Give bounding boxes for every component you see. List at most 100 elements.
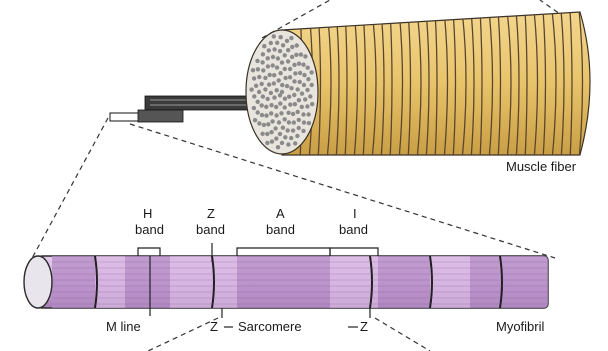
a-band-region [52, 256, 95, 308]
label-i-band-line1: I [353, 206, 357, 221]
myofibril-dot [278, 132, 282, 136]
label-a-band-line2: band [266, 222, 295, 237]
myofibril-dot [261, 52, 265, 56]
myofibril-dot [309, 70, 313, 74]
myofibril-dot [288, 67, 292, 71]
myofibril-dot [262, 123, 266, 127]
myofibril-dot [257, 75, 261, 79]
i-band-region [212, 256, 237, 308]
myofibril-dot [263, 87, 267, 91]
label-i-band-line2: band [339, 222, 368, 237]
myofibril-cross-section [24, 256, 52, 308]
myofibril-dot [278, 71, 282, 75]
myofibril-dot [261, 68, 265, 72]
myofibril-dot [296, 87, 300, 91]
myofibril-dot [298, 71, 302, 75]
myofibril-dot [260, 132, 264, 136]
myofibril-dot [290, 55, 294, 59]
myofibril-dot [286, 128, 290, 132]
myofibril-dot [288, 75, 292, 79]
myofibril-dot [274, 136, 278, 140]
myofibril-dot [310, 83, 314, 87]
myofibril-dot [293, 141, 297, 145]
myofibril-dot [286, 111, 290, 115]
myofibril-dot [289, 136, 293, 140]
myofibril-dot [288, 102, 292, 106]
myofibril-dot [269, 41, 273, 45]
myofibril-dot [303, 54, 307, 58]
myofibril-dot [269, 103, 273, 107]
myofibril-dot [268, 73, 272, 77]
myofibril-dot [263, 76, 267, 80]
myofibril-dot [283, 117, 287, 121]
myofibril-dot [306, 66, 310, 70]
myofibril-dot [277, 78, 281, 82]
myofibril-dot [293, 71, 297, 75]
myofibril-dot [285, 39, 289, 43]
myofibril-dot [252, 76, 256, 80]
myofibril-dot [297, 118, 301, 122]
myofibril-dot [267, 82, 271, 86]
myofibril-dot [281, 43, 285, 47]
myofibril-dot [265, 141, 269, 145]
myofibril-dot [257, 121, 261, 125]
myofibril-dot [255, 59, 259, 63]
myofibril-dot [273, 126, 277, 130]
label-h-band-line1: H [143, 206, 152, 221]
i-band-region [95, 256, 125, 308]
myofibril-dot [272, 47, 276, 51]
myofibril-dot [275, 88, 279, 92]
myofibril-dot [251, 68, 255, 72]
myofibril-dot [297, 98, 301, 102]
label-z-right: Z [360, 319, 368, 334]
myofibril-dot [272, 73, 276, 77]
myofibril-dot [300, 91, 304, 95]
myofibril-dot [277, 120, 281, 124]
label-z-band-line2: band [196, 222, 225, 237]
label-z-left: Z [210, 319, 218, 334]
myofibril-dot [283, 97, 287, 101]
myofibril-dot [307, 121, 311, 125]
myofibril-dot [301, 129, 305, 133]
i-band-region [430, 256, 470, 308]
myofibril-dot [291, 112, 295, 116]
myofibril-dot [269, 91, 273, 95]
myofibril-dot [306, 112, 310, 116]
myofibril-dot [301, 62, 305, 66]
myofibril-dot [265, 132, 269, 136]
myofibril-dot [266, 56, 270, 60]
label-m-line: M line [106, 319, 141, 334]
myofibril-dot [261, 94, 265, 98]
myofibril-dot [283, 76, 287, 80]
myofibril-dot [292, 63, 296, 67]
myofibril-dot [262, 44, 266, 48]
myofibril-dot [298, 80, 302, 84]
myofibril-dot [256, 100, 260, 104]
myofibril-dot [276, 56, 280, 60]
label-a-band-line1: A [276, 206, 285, 221]
myofibril-dot [249, 87, 253, 91]
myofibril-dot [285, 84, 289, 88]
a-band-region [237, 256, 330, 308]
myofibril-dot [271, 55, 275, 59]
myofibril-dot [276, 145, 280, 149]
myofibril-dot [305, 88, 309, 92]
muscle-fiber-cylinder [246, 10, 591, 160]
myofibril-dot [295, 43, 299, 47]
label-z-band-line1: Z [207, 206, 215, 221]
myofibril-dot [260, 103, 264, 107]
myofibril-dot [302, 83, 306, 87]
myofibril-dot [306, 77, 310, 81]
myofibril-dot [286, 142, 290, 146]
myofibril-dot [264, 105, 268, 109]
myofibril-dot [283, 135, 287, 139]
a-band-region [470, 256, 548, 308]
myofibril-dot [274, 113, 278, 117]
myofibril-dot [256, 67, 260, 71]
myofibril-dot [300, 105, 304, 109]
myofibril-cylinder [24, 256, 548, 308]
myofibril-dot [266, 97, 270, 101]
myofibril-dot [260, 82, 264, 86]
myofibril-dot [283, 105, 287, 109]
